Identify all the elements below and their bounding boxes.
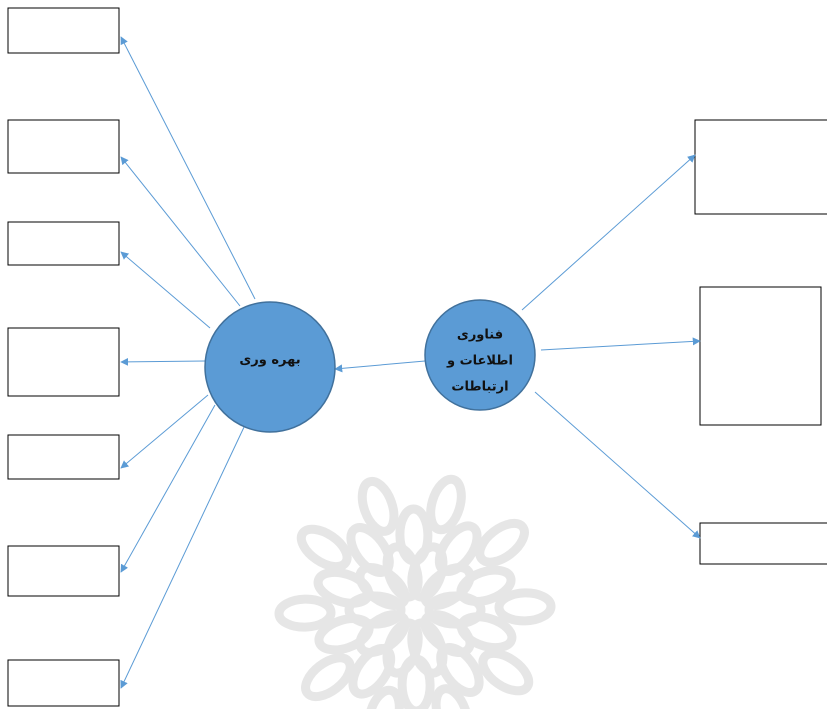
watermark-petal [346, 523, 394, 577]
watermark-petal [314, 614, 374, 655]
watermark-petal [478, 648, 534, 696]
watermark-petal [313, 567, 373, 608]
watermark-petal [348, 644, 396, 699]
productivity-link-1 [120, 36, 256, 300]
watermark-petal [457, 612, 517, 653]
ict-link-3 [534, 391, 701, 539]
watermark-petal [426, 474, 466, 535]
productivity-indicator-box-5 [7, 434, 120, 480]
productivity-indicator-box-7 [7, 659, 120, 707]
ict-indicator-box-3 [699, 522, 827, 565]
ict-link-2 [540, 337, 701, 351]
ict-indicator-box-2 [699, 286, 822, 426]
productivity-node: بهره وری [204, 301, 336, 433]
productivity-indicator-box-4 [7, 327, 120, 397]
productivity-link-4 [120, 357, 206, 366]
watermark-petal [475, 518, 529, 567]
ict-node-label-line-2: اطلاعات و [446, 354, 513, 369]
watermark-petal [397, 654, 435, 709]
productivity-node-circle [204, 301, 336, 433]
productivity-indicator-box-3 [7, 221, 120, 266]
watermark-petal [301, 653, 355, 702]
watermark-petal [420, 562, 475, 611]
watermark-petal [357, 476, 399, 536]
watermark-rosette [274, 474, 556, 709]
watermark-petal [274, 594, 336, 632]
watermark-petal [434, 521, 482, 576]
productivity-indicator-box-1 [7, 7, 120, 54]
watermark-petal [296, 524, 352, 572]
ict-node: فناوری اطلاعات و ارتباطات [424, 299, 536, 411]
productivity-node-label: بهره وری [239, 353, 300, 368]
watermark-petal [494, 588, 556, 626]
watermark-petal [364, 685, 404, 709]
productivity-link-2 [120, 156, 241, 307]
watermark-petal [436, 643, 484, 697]
productivity-link-7 [120, 424, 246, 689]
productivity-link-3 [120, 251, 211, 329]
ict-node-circle [424, 299, 536, 411]
ict-node-label-line-1: فناوری [457, 328, 503, 343]
watermark-petal [456, 565, 516, 606]
ict-node-label-line-3: ارتباطات [451, 380, 508, 395]
ict-indicator-box-1 [694, 119, 827, 215]
ict-to-productivity-link [334, 360, 426, 373]
productivity-link-5 [120, 394, 209, 469]
productivity-indicator-box-2 [7, 119, 120, 174]
ict-link-1 [521, 154, 696, 311]
productivity-indicator-box-6 [7, 545, 120, 597]
productivity-link-6 [120, 404, 216, 573]
watermark-petal [395, 504, 433, 566]
